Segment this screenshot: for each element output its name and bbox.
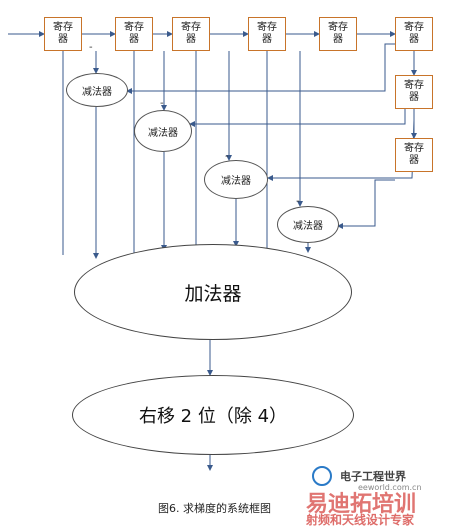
register-6-label: 寄存器	[404, 22, 424, 45]
register-4-label: 寄存器	[257, 22, 277, 45]
register-5: 寄存器	[319, 17, 357, 51]
register-1-label: 寄存器	[53, 22, 73, 45]
minus-sign-3: -	[225, 151, 229, 162]
minus-sign-4: -	[296, 196, 300, 207]
subtractor-3: 减法器	[204, 160, 268, 199]
register-2-label: 寄存器	[124, 22, 144, 45]
subtractor-4: 减法器	[277, 206, 339, 243]
subtractor-1: 减法器	[66, 73, 128, 107]
register-7-label: 寄存器	[404, 80, 424, 103]
adder: 加法器	[74, 244, 352, 340]
register-2: 寄存器	[115, 17, 153, 51]
watermark-logo: 电子工程世界 eeworld.com.cn 易迪拓培训 射频和天线设计专家	[300, 464, 452, 528]
watermark-site-name: 电子工程世界	[340, 470, 406, 483]
subtractor-3-label: 减法器	[221, 176, 251, 187]
adder-label: 加法器	[184, 282, 242, 305]
register-1: 寄存器	[44, 17, 82, 51]
eeworld-globe-icon	[312, 466, 332, 486]
watermark-site-url: eeworld.com.cn	[358, 483, 422, 492]
subtractor-2: 减法器	[134, 110, 192, 152]
register-5-label: 寄存器	[328, 22, 348, 45]
register-7: 寄存器	[395, 75, 433, 109]
register-8-label: 寄存器	[404, 143, 424, 166]
register-4: 寄存器	[248, 17, 286, 51]
register-3: 寄存器	[172, 17, 210, 51]
right-shift-block: 右移 2 位（除 4）	[72, 375, 354, 455]
register-3-label: 寄存器	[181, 22, 201, 45]
subtractor-2-label: 减法器	[148, 127, 178, 139]
subtractor-4-label: 减法器	[293, 221, 323, 232]
minus-sign-2: -	[160, 98, 164, 109]
right-shift-label: 右移 2 位（除 4）	[138, 406, 288, 427]
register-6: 寄存器	[395, 17, 433, 51]
subtractor-1-label: 减法器	[82, 86, 112, 98]
figure-caption: 图6. 求梯度的系统框图	[158, 502, 271, 515]
watermark-brand-sub: 射频和天线设计专家	[306, 513, 415, 527]
watermark-brand: 易迪拓培训	[306, 492, 417, 517]
minus-sign-1: -	[89, 42, 93, 53]
register-8: 寄存器	[395, 138, 433, 172]
